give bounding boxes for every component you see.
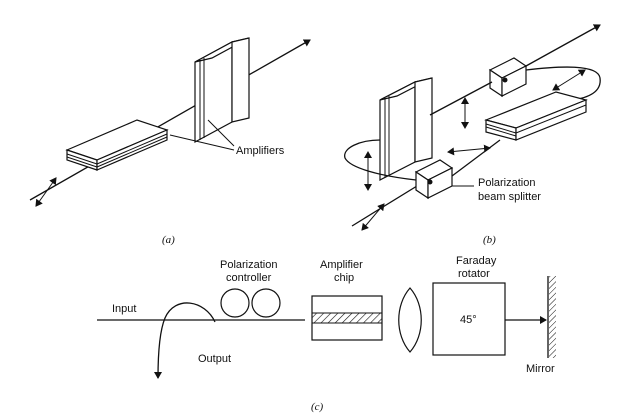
- beam-b-out: [525, 24, 601, 67]
- amplifier-flat-a: [65, 119, 169, 171]
- panel-c: Input Output Polarization controller Amp…: [97, 255, 556, 413]
- amplifiers-label: Amplifiers: [236, 145, 285, 157]
- fiber-loop-left: [344, 139, 417, 181]
- amp-chip-label-2: chip: [334, 272, 354, 284]
- lens: [398, 287, 422, 353]
- caption-b: (b): [483, 234, 496, 246]
- amplifier-vertical-b: [379, 77, 433, 181]
- output-fiber: [154, 302, 216, 379]
- beam-splitter-lower: [414, 159, 454, 200]
- beam-b-return: [451, 139, 501, 177]
- faraday-label-1: Faraday: [456, 255, 497, 267]
- polarization-arrow-b-in: [361, 203, 385, 231]
- amplifier-vertical-a: [194, 37, 250, 144]
- caption-a: (a): [162, 234, 175, 246]
- beam-b-mid: [429, 81, 493, 116]
- beam-splitter-upper: [488, 57, 528, 98]
- leader-line-1: [169, 134, 235, 151]
- caption-c: (c): [311, 401, 324, 413]
- faraday-rotator: [432, 282, 506, 356]
- polarization-arrow-b-right: [552, 69, 586, 91]
- pol-controller-loop-2: [251, 288, 281, 318]
- input-label: Input: [112, 303, 136, 315]
- fiber-loop-right: [525, 66, 601, 101]
- polarization-arrow-b-lower: [447, 144, 491, 156]
- faraday-angle: 45°: [460, 314, 477, 326]
- panel-b: Polarization beam splitter (b): [344, 24, 601, 246]
- pol-controller-label-1: Polarization: [220, 259, 277, 271]
- output-label: Output: [198, 353, 231, 365]
- amplifier-flat-b: [484, 91, 588, 141]
- pbs-label-line1: Polarization: [478, 177, 535, 189]
- amplifier-chip: [311, 295, 383, 341]
- pbs-label-line2: beam splitter: [478, 191, 541, 203]
- beam-a: [29, 39, 311, 201]
- panel-a: Amplifiers (a): [29, 37, 311, 246]
- pol-controller-label-2: controller: [226, 272, 272, 284]
- mirror-label: Mirror: [526, 363, 555, 375]
- polarization-arrow-a: [35, 177, 57, 207]
- amp-chip-label-1: Amplifier: [320, 259, 363, 271]
- faraday-label-2: rotator: [458, 268, 490, 280]
- leader-line-2: [207, 119, 235, 147]
- pol-controller-loop-1: [220, 288, 250, 318]
- mirror: [547, 276, 556, 358]
